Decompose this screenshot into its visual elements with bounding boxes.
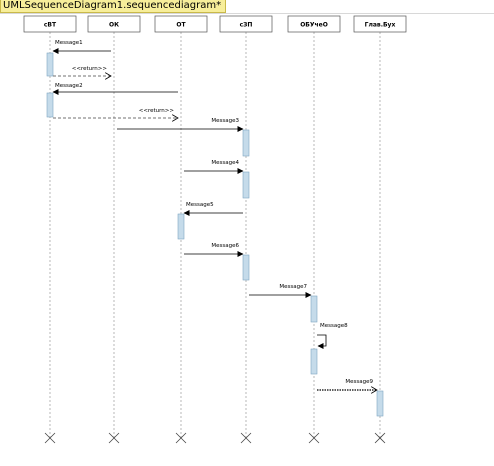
messages: Message1 <<return>> Message2 <<return>> Mess… [52,40,377,390]
message-11[interactable]: Message9 [317,379,377,390]
participant-box[interactable] [87,15,141,33]
lifeline-end-x [108,432,120,444]
message-5[interactable]: Message3 [117,118,244,132]
message-2[interactable]: <<return>> [53,66,111,76]
participant-name: ОБУчеО [300,22,328,29]
lifelines [49,32,381,438]
message-label: Message1 [55,40,83,46]
activations [46,52,384,417]
participant-box[interactable] [154,15,208,33]
activation-bar[interactable] [242,171,250,199]
activation-bar[interactable] [242,129,250,157]
participant-name: ОТ [176,22,186,29]
participant-name: ОК [109,22,119,29]
lifeline-end-x [175,432,187,444]
message-9[interactable]: Message7 [249,284,312,298]
lifeline-ends [44,432,386,444]
tab-bar: UMLSequenceDiagram1.sequencediagram* [0,0,494,13]
activation-bar[interactable] [242,254,250,281]
activation-bar[interactable] [310,295,318,323]
participant-3[interactable]: ОТ [154,15,208,33]
message-line[interactable] [317,334,327,349]
message-3[interactable]: Message2 [52,83,178,95]
diagram-tab[interactable]: UMLSequenceDiagram1.sequencediagram* [0,0,227,13]
participant-box[interactable] [23,15,77,33]
participant-heads: сВТ ОК ОТ сЗП ОБУчеО Глав.Бух [23,15,407,33]
activation-bar[interactable] [46,92,54,118]
activation-bar[interactable] [376,390,384,417]
message-label: Message5 [186,202,214,208]
message-8[interactable]: Message6 [184,243,244,257]
sequence-diagram[interactable]: Message1 <<return>> Message2 <<return>> Mess… [0,14,494,466]
message-6[interactable]: Message4 [184,160,244,174]
participant-box[interactable] [353,15,407,33]
message-4[interactable]: <<return>> [53,108,178,118]
participant-2[interactable]: ОК [87,15,141,33]
participant-5[interactable]: ОБУчеО [287,15,341,33]
lifeline-end-x [240,432,252,444]
message-label: Message3 [211,118,239,124]
participant-box[interactable] [219,15,273,33]
lifeline-end-x [44,432,56,444]
activation-bar[interactable] [310,348,318,375]
participant-1[interactable]: сВТ [23,15,77,33]
message-label: Message2 [55,83,83,89]
message-10[interactable]: Message8 [317,323,348,349]
activation-bar[interactable] [177,213,185,240]
participant-name: Глав.Бух [365,22,396,29]
participant-4[interactable]: сЗП [219,15,273,33]
participant-name: сВТ [44,22,57,29]
lifeline-end-x [374,432,386,444]
message-label: <<return>> [72,66,108,72]
message-label: Message8 [320,323,348,329]
message-7[interactable]: Message5 [183,202,243,216]
participant-name: сЗП [240,22,253,29]
message-label: Message9 [345,379,373,385]
message-1[interactable]: Message1 [52,40,111,54]
participant-6[interactable]: Глав.Бух [353,15,407,33]
lifeline-end-x [308,432,320,444]
activation-bar[interactable] [46,52,54,77]
message-label: <<return>> [139,108,175,114]
message-label: Message4 [211,160,239,166]
participant-box[interactable] [287,15,341,33]
message-label: Message7 [279,284,307,290]
diagram-canvas[interactable]: Message1 <<return>> Message2 <<return>> Mess… [0,13,494,466]
message-label: Message6 [211,243,239,249]
